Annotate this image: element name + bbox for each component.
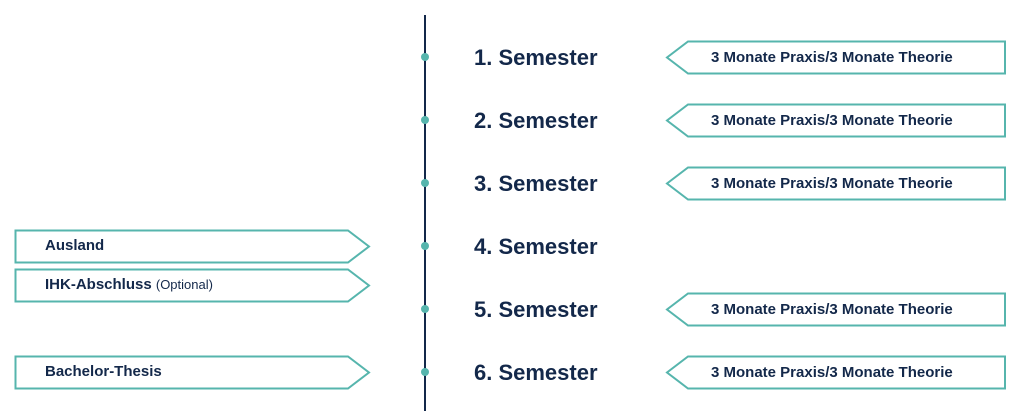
tag-praxis-6-label: 3 Monate Praxis/3 Monate Theorie (711, 364, 953, 381)
tag-ihk-optional: (Optional) (155, 277, 213, 292)
timeline-dot-1 (421, 53, 429, 61)
semester-3-label: 3. Semester (474, 171, 598, 196)
tag-praxis-3-label: 3 Monate Praxis/3 Monate Theorie (711, 175, 953, 192)
tag-praxis-2 (665, 103, 1006, 138)
timeline-dot-2 (421, 116, 429, 124)
semester-1-label: 1. Semester (474, 45, 598, 70)
timeline-dot-5 (421, 305, 429, 313)
tag-thesis-label: Bachelor-Thesis (45, 363, 162, 380)
tag-ausland-label: Ausland (45, 237, 105, 254)
tag-praxis-1-label: 3 Monate Praxis/3 Monate Theorie (711, 49, 953, 66)
timeline-dot-4 (421, 242, 429, 250)
semester-4-label: 4. Semester (474, 234, 598, 259)
tag-ausland (14, 229, 371, 264)
tag-praxis-5-label: 3 Monate Praxis/3 Monate Theorie (711, 301, 953, 318)
semester-5-label: 5. Semester (474, 297, 598, 322)
tag-ihk-main: IHK-Abschluss (45, 276, 152, 293)
tag-ihk-label: IHK-Abschluss (Optional) (45, 276, 213, 294)
tag-praxis-6 (665, 355, 1006, 390)
tag-praxis-1 (665, 40, 1006, 75)
semester-6-label: 6. Semester (474, 360, 598, 385)
tag-praxis-2-label: 3 Monate Praxis/3 Monate Theorie (711, 112, 953, 129)
timeline-dot-6 (421, 368, 429, 376)
tag-thesis (14, 355, 371, 390)
tag-praxis-5 (665, 292, 1006, 327)
timeline-line (424, 15, 426, 411)
tag-praxis-3 (665, 166, 1006, 201)
tag-ihk (14, 268, 371, 303)
timeline-dot-3 (421, 179, 429, 187)
semester-2-label: 2. Semester (474, 108, 598, 133)
